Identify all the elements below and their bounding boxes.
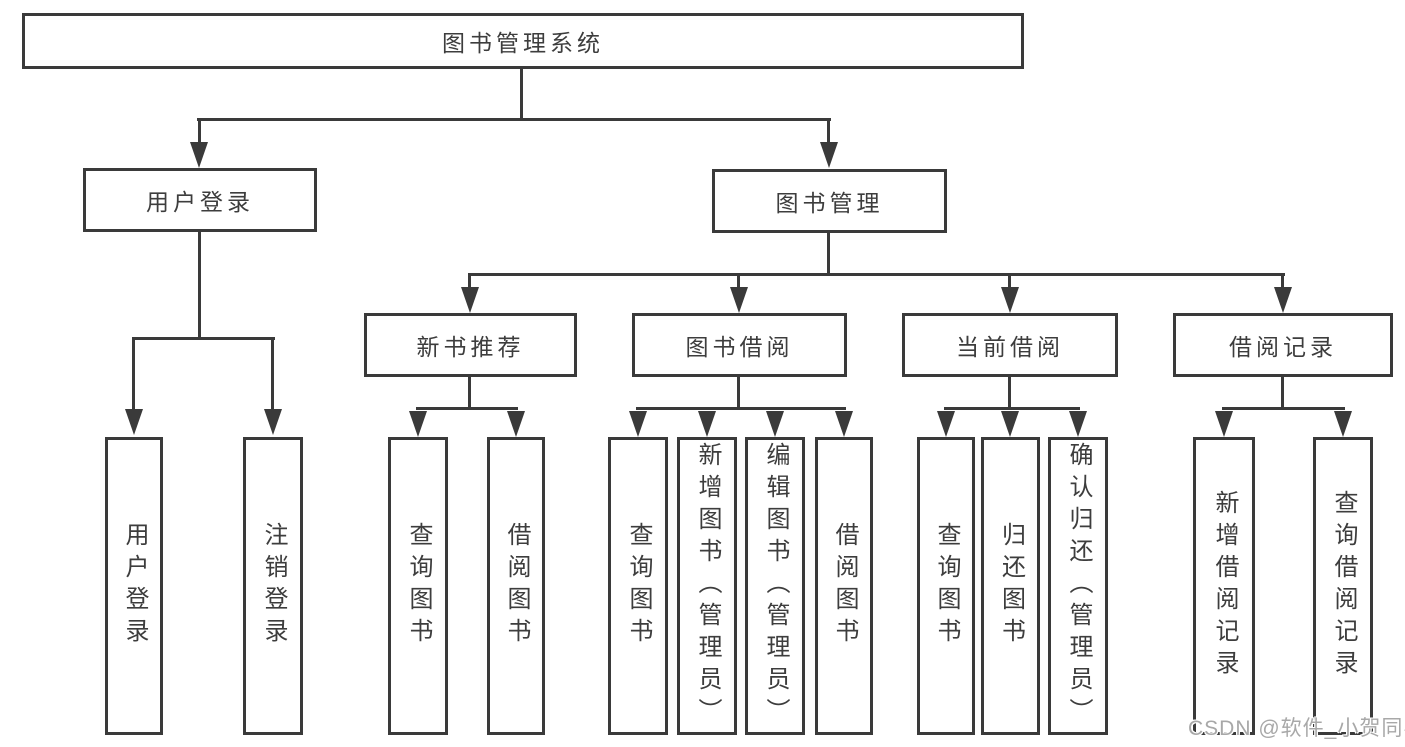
- connector-line: [827, 118, 830, 146]
- leaf-return-books: 归还图书: [981, 437, 1040, 735]
- node-label: 用户登录: [146, 189, 254, 215]
- node-label: 图书管理: [775, 190, 884, 216]
- leaf-label: 归还图书: [997, 522, 1025, 650]
- connector-line: [468, 273, 1285, 276]
- node-label: 新书推荐: [416, 334, 525, 360]
- connector-line: [827, 233, 830, 273]
- arrow-down-icon: [409, 411, 427, 437]
- leaf-query-books-recommend: 查询图书: [388, 437, 448, 735]
- node-label: 图书借阅: [685, 334, 794, 360]
- arrow-down-icon: [1334, 411, 1352, 437]
- arrow-down-icon: [835, 411, 853, 437]
- arrow-down-icon: [1274, 287, 1292, 313]
- arrow-down-icon: [461, 287, 479, 313]
- node-borrowing-records: 借阅记录: [1173, 313, 1393, 377]
- node-library-management-system: 图书管理系统: [22, 13, 1024, 69]
- leaf-label: 查询图书: [625, 522, 652, 650]
- leaf-label: 编辑图书（管理员）: [762, 442, 789, 730]
- node-book-management: 图书管理: [712, 169, 947, 233]
- arrow-down-icon: [1215, 411, 1233, 437]
- arrow-down-icon: [1069, 411, 1087, 437]
- leaf-label: 用户登录: [121, 522, 148, 650]
- connector-line: [1222, 407, 1345, 410]
- arrow-down-icon: [698, 411, 716, 437]
- connector-line: [737, 377, 740, 407]
- leaf-label: 查询借阅记录: [1330, 490, 1357, 682]
- leaf-query-books-current: 查询图书: [917, 437, 975, 735]
- connector-line: [1008, 273, 1011, 289]
- connector-line: [197, 118, 831, 121]
- connector-line: [271, 337, 274, 411]
- leaf-label: 新增图书（管理员）: [694, 442, 721, 730]
- leaf-user-login: 用户登录: [105, 437, 163, 735]
- node-book-borrowing: 图书借阅: [632, 313, 847, 377]
- connector-line: [132, 337, 275, 340]
- leaf-logout: 注销登录: [243, 437, 303, 735]
- leaf-edit-books-admin: 编辑图书（管理员）: [745, 437, 805, 735]
- node-label: 图书管理系统: [442, 30, 604, 56]
- node-label: 当前借阅: [956, 334, 1064, 360]
- arrow-down-icon: [820, 142, 838, 168]
- leaf-label: 注销登录: [260, 522, 287, 650]
- arrow-down-icon: [1001, 287, 1019, 313]
- watermark: CSDN @软件_小贺同学: [1188, 717, 1405, 740]
- connector-line: [1281, 377, 1284, 407]
- connector-line: [737, 273, 740, 289]
- connector-line: [198, 118, 201, 146]
- arrow-down-icon: [730, 287, 748, 313]
- leaf-add-borrow-record: 新增借阅记录: [1193, 437, 1255, 735]
- leaf-borrow-books-borrowing: 借阅图书: [815, 437, 873, 735]
- leaf-add-books-admin: 新增图书（管理员）: [677, 437, 737, 735]
- leaf-label: 查询图书: [933, 522, 960, 650]
- leaf-label: 新增借阅记录: [1211, 490, 1238, 682]
- connector-line: [944, 407, 1080, 410]
- connector-line: [636, 407, 846, 410]
- leaf-borrow-books-recommend: 借阅图书: [487, 437, 545, 735]
- node-current-borrowing: 当前借阅: [902, 313, 1118, 377]
- arrow-down-icon: [766, 411, 784, 437]
- node-user-login: 用户登录: [83, 168, 317, 232]
- leaf-label: 查询图书: [405, 522, 432, 650]
- arrow-down-icon: [264, 409, 282, 435]
- connector-line: [1281, 273, 1284, 289]
- connector-line: [198, 232, 201, 337]
- arrow-down-icon: [190, 142, 208, 168]
- node-label: 借阅记录: [1229, 334, 1337, 360]
- node-new-book-recommendation: 新书推荐: [364, 313, 577, 377]
- connector-line: [132, 337, 135, 411]
- arrow-down-icon: [629, 411, 647, 437]
- connector-line: [468, 377, 471, 407]
- connector-line: [1008, 377, 1011, 407]
- leaf-query-books-borrowing: 查询图书: [608, 437, 668, 735]
- leaf-label: 借阅图书: [831, 522, 858, 650]
- arrow-down-icon: [125, 409, 143, 435]
- arrow-down-icon: [507, 411, 525, 437]
- connector-line: [520, 69, 523, 118]
- arrow-down-icon: [937, 411, 955, 437]
- arrow-down-icon: [1001, 411, 1019, 437]
- leaf-query-borrow-record: 查询借阅记录: [1313, 437, 1373, 735]
- leaf-label: 确认归还（管理员）: [1065, 442, 1092, 730]
- connector-line: [416, 407, 518, 410]
- leaf-confirm-return-admin: 确认归还（管理员）: [1048, 437, 1108, 735]
- leaf-label: 借阅图书: [503, 522, 530, 650]
- connector-line: [468, 273, 471, 289]
